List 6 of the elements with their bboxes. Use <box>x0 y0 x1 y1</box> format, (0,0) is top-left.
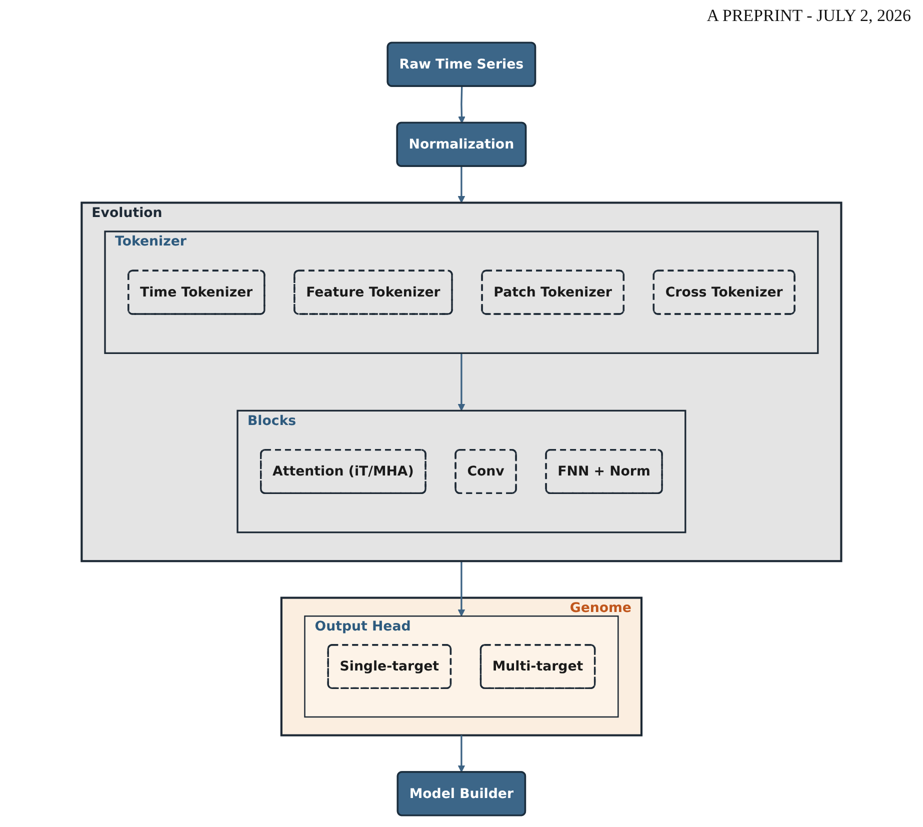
page-header: A PREPRINT - JULY 2, 2026 <box>706 6 911 26</box>
arrow <box>458 166 466 204</box>
arrow <box>458 86 466 124</box>
arrow <box>458 353 466 411</box>
arrow <box>458 561 466 616</box>
arrow <box>458 735 466 772</box>
